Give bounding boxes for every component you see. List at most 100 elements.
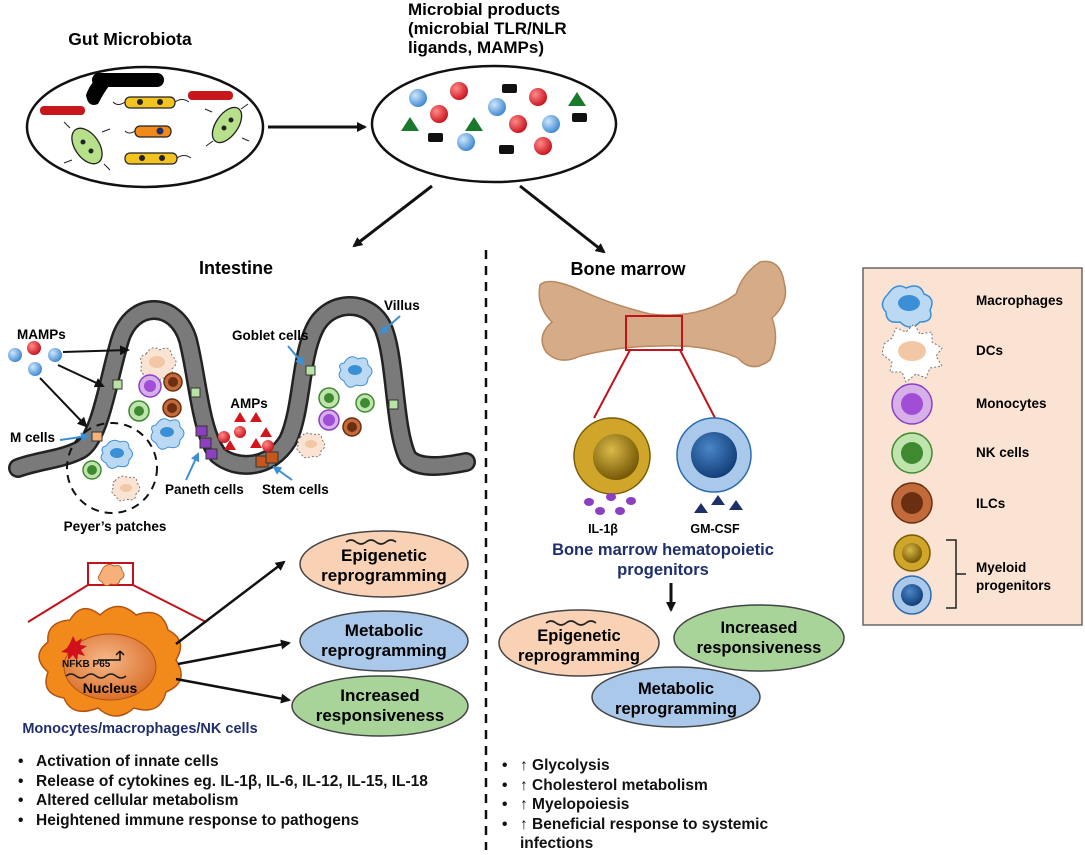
goblet-pointer xyxy=(287,345,305,366)
bone-marrow-effects-list: ↑ Glycolysis ↑ Cholesterol metabolism ↑ … xyxy=(498,756,798,854)
paneth-pointer xyxy=(185,452,200,481)
dna-icon xyxy=(545,620,597,626)
legend-myeloid-line1: Myeloid xyxy=(976,560,1026,575)
innate-metabolic-oval: Metabolic reprogramming xyxy=(299,610,469,672)
legend-ilc-icon xyxy=(891,482,933,524)
mamps-particles xyxy=(8,341,62,376)
list-item: ↑ Cholesterol metabolism xyxy=(498,776,798,796)
bone-illustration xyxy=(538,260,787,419)
bone-metabolic-line1: Metabolic xyxy=(638,680,714,698)
list-item: ↑ Myelopoiesis xyxy=(498,795,798,815)
list-item: Altered cellular metabolism xyxy=(14,791,484,811)
arrow-mamps-2 xyxy=(57,364,105,388)
arrow-mamps-1 xyxy=(62,345,130,356)
arrow-to-responsiveness xyxy=(175,677,291,704)
progenitor-yellow xyxy=(573,417,651,495)
svg-text:(microbial TLR/NLR: (microbial TLR/NLR xyxy=(408,19,567,38)
activation-star-icon xyxy=(61,636,87,661)
gmcsf-label: GM-CSF xyxy=(690,522,740,536)
legend-nk-cells: NK cells xyxy=(976,445,1029,460)
stem-cells-label: Stem cells xyxy=(262,482,329,497)
innate-epigenetic-line2: reprogramming xyxy=(321,566,447,585)
list-item: Heightened immune response to pathogens xyxy=(14,811,484,831)
bacterium-red-rod xyxy=(40,106,85,115)
hematopoietic-label-line1: Bone marrow hematopoietic xyxy=(552,541,774,559)
innate-metabolic-line1: Metabolic xyxy=(345,621,423,640)
legend-myeloid-icons xyxy=(892,534,966,615)
mamps-label: MAMPs xyxy=(17,327,66,342)
bone-metabolic-line2: reprogramming xyxy=(615,700,737,718)
innate-epigenetic-line1: Epigenetic xyxy=(341,546,427,565)
legend-panel: Macrophages DCs Monocytes NK cells ILCs xyxy=(862,267,1083,626)
bone-epigenetic-oval: Epigenetic reprogramming xyxy=(498,609,660,677)
innate-cell: NFKB P65 Nucleus xyxy=(38,605,182,717)
stem-pointer xyxy=(272,465,293,481)
m-cells-pointer xyxy=(59,432,90,442)
arrow-to-epigenetic xyxy=(175,560,286,645)
goblet-cells-label: Goblet cells xyxy=(232,328,309,343)
zoom-box xyxy=(625,315,683,351)
paneth-cell-markers xyxy=(195,425,218,460)
bone-responsiveness-line1: Increased xyxy=(720,619,797,637)
arrow-to-bone-marrow xyxy=(519,184,606,254)
m-cells-label: M cells xyxy=(10,430,55,445)
legend-macrophages: Macrophages xyxy=(976,293,1063,308)
arrow-to-metabolic xyxy=(177,639,291,666)
innate-responsiveness-line2: responsiveness xyxy=(316,706,445,725)
legend-monocytes: Monocytes xyxy=(976,396,1047,411)
villus-label: Villus xyxy=(384,298,420,313)
legend-ilcs: ILCs xyxy=(976,496,1005,511)
innate-cell-label: Monocytes/macrophages/NK cells xyxy=(22,721,257,737)
il1b-label: IL-1β xyxy=(588,522,618,536)
amps-particles xyxy=(218,412,274,452)
list-item: ↑ Beneficial response to systemic infect… xyxy=(498,815,798,854)
peyers-patches-label: Peyer’s patches xyxy=(64,519,167,534)
legend-dcs: DCs xyxy=(976,343,1003,358)
bone-metabolic-oval: Metabolic reprogramming xyxy=(591,666,761,728)
villus-pointer xyxy=(379,315,401,335)
villus-immune-cells xyxy=(128,347,375,459)
microbial-products-panel xyxy=(370,64,618,184)
hematopoietic-label-line2: progenitors xyxy=(617,561,709,579)
svg-text:ligands, MAMPs): ligands, MAMPs) xyxy=(408,38,544,57)
paneth-cells-label: Paneth cells xyxy=(165,482,244,497)
list-item: ↑ Glycolysis xyxy=(498,756,798,776)
amps-label: AMPs xyxy=(230,396,268,411)
innate-metabolic-line2: reprogramming xyxy=(321,641,447,660)
dna-icon xyxy=(65,673,127,679)
nucleus-label: Nucleus xyxy=(83,680,138,696)
gut-microbiota-title: Gut Microbiota xyxy=(68,29,192,49)
bacterium-yellow-rod xyxy=(124,152,192,165)
gut-microbiota-panel xyxy=(25,65,265,189)
microbial-products-title: Microbial products (microbial TLR/NLR li… xyxy=(408,0,567,57)
bacterium-red-rod xyxy=(188,91,233,100)
progenitor-blue xyxy=(676,417,752,493)
dna-icon xyxy=(345,539,397,545)
bacterium-green-oval xyxy=(204,103,250,147)
bacterium-green-oval xyxy=(63,121,111,171)
intestinal-epithelium xyxy=(8,296,476,478)
bone-responsiveness-line2: responsiveness xyxy=(697,639,822,657)
innate-epigenetic-oval: Epigenetic reprogramming xyxy=(299,530,469,598)
list-item: Release of cytokines eg. IL-1β, IL-6, IL… xyxy=(14,772,484,792)
innate-responsiveness-oval: Increased responsiveness xyxy=(291,675,469,737)
list-item: Activation of innate cells xyxy=(14,752,484,772)
bacterium-yellow-rod xyxy=(112,96,190,109)
svg-text:Microbial products: Microbial products xyxy=(408,0,560,19)
innate-responsiveness-line1: Increased xyxy=(340,686,419,705)
arrow-to-intestine xyxy=(352,184,433,248)
bacterium-orange-rod xyxy=(124,125,172,138)
peyers-patch xyxy=(66,422,158,514)
bone-epigenetic-line1: Epigenetic xyxy=(537,627,620,645)
zoom-inset xyxy=(27,562,207,623)
legend-dc-icon xyxy=(881,323,943,383)
bone-responsiveness-oval: Increased responsiveness xyxy=(673,604,845,672)
goblet-cell-markers xyxy=(112,365,399,410)
intestine-title: Intestine xyxy=(199,258,273,278)
legend-macrophage-icon xyxy=(881,285,933,328)
stem-cell-markers xyxy=(255,451,279,468)
innate-effects-list: Activation of innate cells Release of cy… xyxy=(14,752,484,830)
legend-nk-icon xyxy=(891,432,933,474)
legend-monocyte-icon xyxy=(891,383,933,425)
